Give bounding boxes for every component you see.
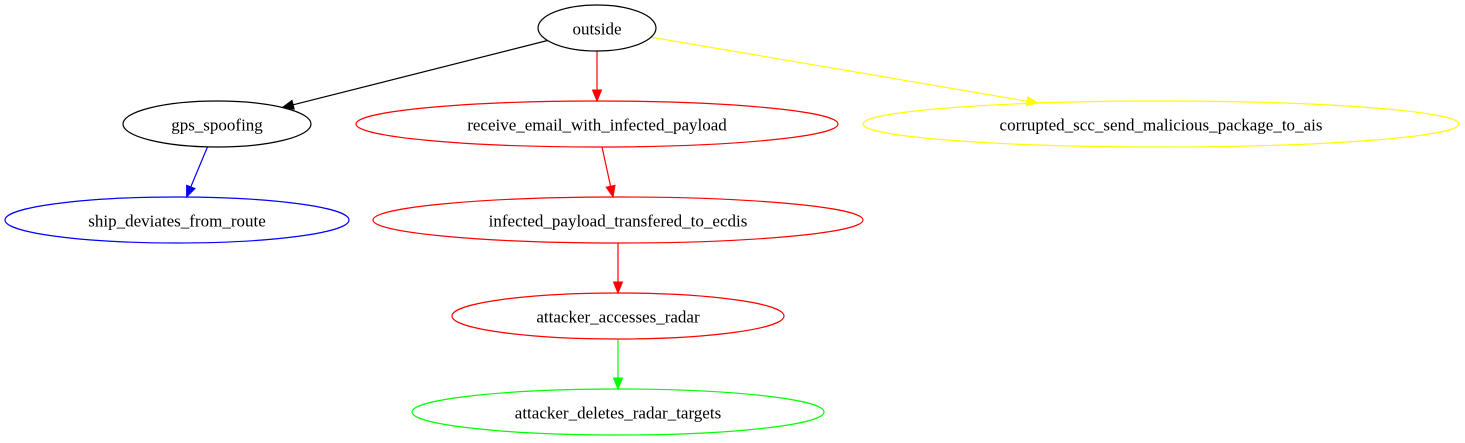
edge-line <box>601 146 612 187</box>
edge-infected_payload_transfered_to_ecdis-to-attacker_accesses_radar <box>612 243 624 295</box>
node-ellipse <box>4 196 350 244</box>
edge-line <box>650 36 1028 102</box>
edge-arrowhead <box>1025 95 1040 107</box>
node-ellipse <box>451 292 785 340</box>
node-infected_payload_transfered_to_ecdis: infected_payload_transfered_to_ecdis <box>372 196 864 244</box>
edge-arrowhead <box>281 99 295 110</box>
node-ellipse <box>372 196 864 244</box>
edge-arrowhead <box>612 281 624 295</box>
node-label: receive_email_with_infected_payload <box>467 116 727 135</box>
node-ellipse <box>411 388 825 436</box>
node-label: infected_payload_transfered_to_ecdis <box>489 212 748 231</box>
node-ellipse <box>355 100 839 148</box>
node-ellipse <box>537 4 657 52</box>
edges-layer <box>186 36 1040 391</box>
node-label: corrupted_scc_send_malicious_package_to_… <box>1000 116 1323 135</box>
node-outside: outside <box>537 4 657 52</box>
edge-gps_spoofing-to-ship_deviates_from_route <box>186 146 209 199</box>
edge-arrowhead <box>605 184 616 199</box>
node-ship_deviates_from_route: ship_deviates_from_route <box>4 196 350 244</box>
node-ellipse <box>862 100 1460 148</box>
edge-line <box>292 39 548 106</box>
edge-receive_email_with_infected_payload-to-infected_payload_transfered_to_ecdis <box>601 146 616 199</box>
edge-line <box>190 146 209 188</box>
edge-arrowhead <box>186 184 196 199</box>
edge-outside-to-receive_email_with_infected_payload <box>591 51 603 103</box>
node-label: attacker_deletes_radar_targets <box>515 404 721 423</box>
edge-outside-to-gps_spoofing <box>281 39 548 110</box>
node-ellipse <box>122 100 312 148</box>
node-corrupted_scc_send_malicious_package_to_ais: corrupted_scc_send_malicious_package_to_… <box>862 100 1460 148</box>
edge-arrowhead <box>612 377 624 391</box>
node-attacker_deletes_radar_targets: attacker_deletes_radar_targets <box>411 388 825 436</box>
node-label: attacker_accesses_radar <box>536 308 700 327</box>
edge-outside-to-corrupted_scc_send_malicious_package_to_ais <box>650 36 1040 107</box>
node-label: ship_deviates_from_route <box>88 212 266 231</box>
node-attacker_accesses_radar: attacker_accesses_radar <box>451 292 785 340</box>
edge-arrowhead <box>591 89 603 103</box>
node-label: gps_spoofing <box>171 116 263 135</box>
nodes-layer: outside gps_spoofing receive_email_with_in… <box>4 4 1460 436</box>
edge-attacker_accesses_radar-to-attacker_deletes_radar_targets <box>612 339 624 391</box>
node-gps_spoofing: gps_spoofing <box>122 100 312 148</box>
node-receive_email_with_infected_payload: receive_email_with_infected_payload <box>355 100 839 148</box>
node-label: outside <box>572 20 621 39</box>
